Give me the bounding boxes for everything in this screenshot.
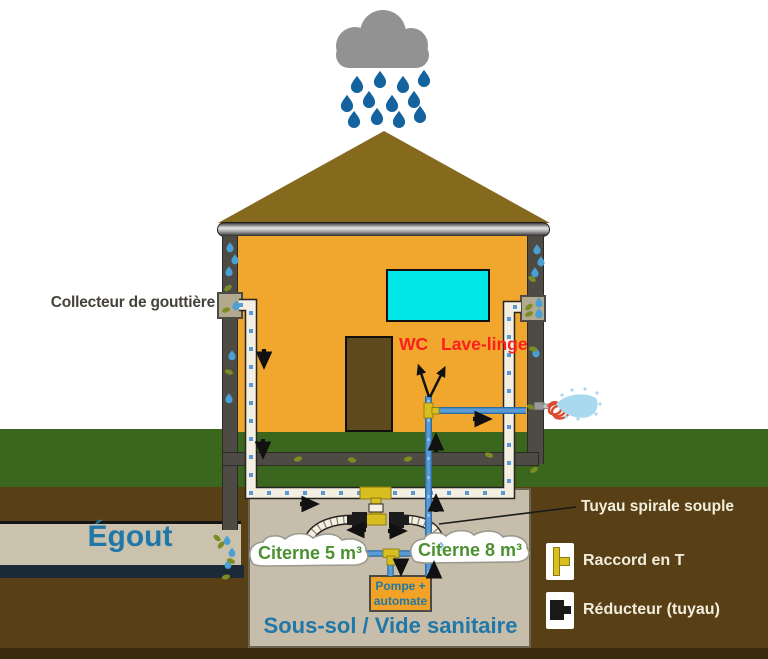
pump-box: Pompe + automate [369,575,432,612]
flow-arrows [254,349,493,579]
water-spray-icon [556,387,602,421]
raindrops-icon [340,69,431,129]
rain-cloud-icon [336,10,429,68]
cistern-t-fitting [382,548,400,566]
pump-label-line2: automate [373,594,428,608]
house-window [386,269,490,322]
cistern-small-label: Citerne 5 m³ [257,543,363,563]
sewer-cover [0,565,244,578]
wc-branch-arrows [416,363,446,398]
sewer-channel [0,521,241,568]
header-t-fitting [359,486,392,526]
legend-reducer-icon [546,592,574,629]
cistern-large-label: Citerne 8 m³ [417,540,523,560]
reducer-arm [563,606,571,614]
flexible-pipe-label: Tuyau spirale souple [581,498,735,515]
bottom-soil-strip [0,648,768,659]
overflow-pipe [222,452,539,466]
t-fitting-arm [559,557,570,566]
basement-label: Sous-sol / Vide sanitaire [263,613,518,638]
flexible-pipe-pointer-line [438,506,577,525]
legend-t-fitting-icon [546,543,574,580]
house-door [345,336,393,432]
washing-machine-label: Lave-linge [441,334,528,354]
gutter-collector-label: Collecteur de gouttière [50,294,215,311]
wc-label: WC [399,334,429,354]
riser-t-fitting [423,402,440,419]
pump-label-line1: Pompe + [375,579,426,593]
legend-t-fitting-label: Raccord en T [583,552,685,569]
legend-reducer-label: Réducteur (tuyau) [583,601,720,618]
sewer-label: Égout [87,520,173,553]
reducer-body [550,600,564,620]
